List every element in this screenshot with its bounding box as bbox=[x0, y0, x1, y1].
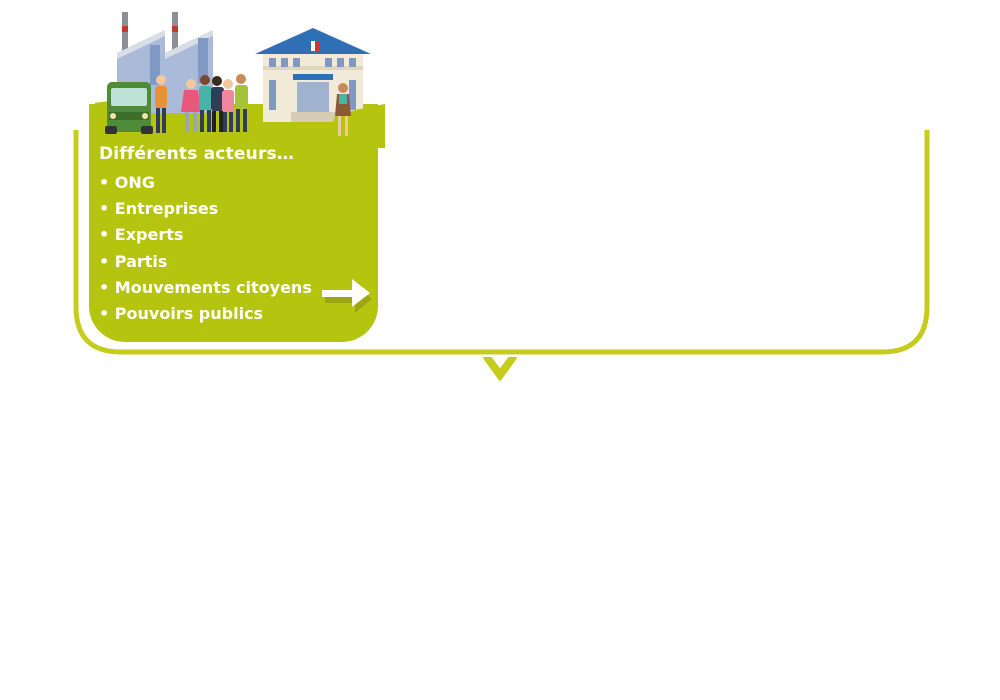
list-item: Experts bbox=[99, 222, 312, 248]
list-item: Pouvoirs publics bbox=[99, 301, 312, 327]
right-arrow-icon bbox=[322, 279, 372, 313]
card-title: Différents acteurs… bbox=[99, 144, 295, 164]
actor-list: ONG Entreprises Experts Partis Mouvement… bbox=[99, 170, 312, 327]
factory-school-crowd-illustration bbox=[95, 12, 385, 148]
list-item: ONG bbox=[99, 170, 312, 196]
person-icon bbox=[335, 83, 351, 136]
chevron-down-icon bbox=[483, 357, 517, 381]
truck-icon bbox=[105, 82, 153, 134]
list-item: Mouvements citoyens bbox=[99, 275, 312, 301]
crowd-icon bbox=[155, 74, 248, 133]
list-item: Entreprises bbox=[99, 196, 312, 222]
school-building-icon bbox=[255, 28, 371, 122]
list-item: Partis bbox=[99, 249, 312, 275]
